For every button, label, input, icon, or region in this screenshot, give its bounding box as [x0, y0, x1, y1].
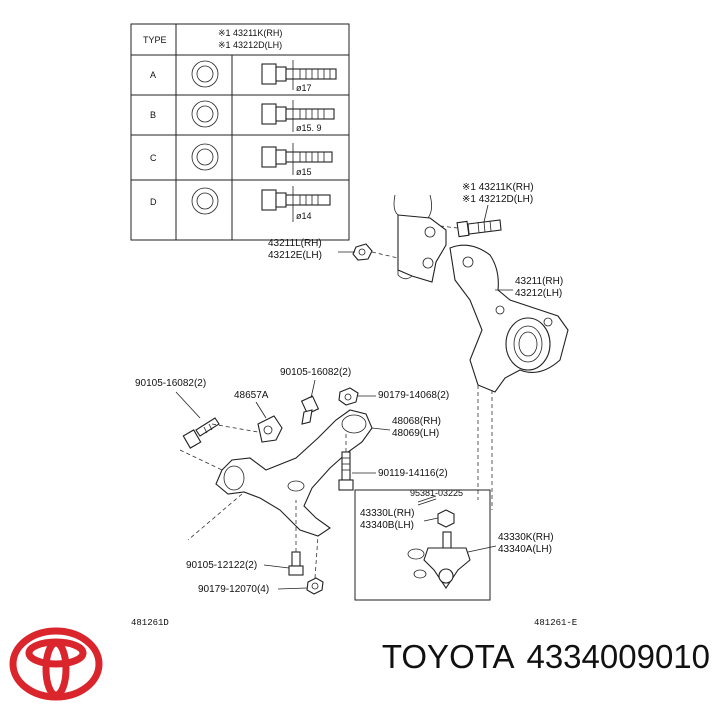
table-row-dim: ø15: [296, 167, 312, 177]
label-bolt-mid: 90105-16082(2): [280, 367, 351, 378]
label-nut-rh: 43211L(RH): [268, 238, 322, 249]
table-row-dim: ø14: [296, 211, 312, 221]
bolt-icon: [261, 143, 333, 175]
washer-icon: [191, 60, 219, 88]
label-bolt-arm: 90119-14116(2): [378, 468, 448, 479]
table-row-type: A: [150, 70, 156, 80]
bracket-icon: [257, 415, 283, 443]
reference-code-right: 481261-E: [534, 618, 577, 628]
table-row-type: C: [150, 153, 157, 163]
label-castle-lh: 43340B(LH): [360, 520, 414, 531]
ball-joint-detail-box: [354, 489, 491, 601]
washer-icon: [191, 100, 219, 128]
label-balljoint-lh: 43340A(LH): [498, 544, 552, 555]
label-bolt-lh: ※1 43212D(LH): [462, 194, 533, 205]
toyota-logo-icon: [9, 627, 103, 701]
knuckle-bolt-icon: [456, 219, 502, 238]
reference-code-left: 481261D: [131, 618, 169, 628]
table-row-dim: ø17: [296, 83, 312, 93]
bolt-icon: [261, 186, 331, 222]
cotter-pin-icon: [417, 495, 437, 506]
washer-icon: [191, 143, 219, 171]
part-number: 4334009010: [526, 638, 710, 675]
washer-icon: [191, 187, 219, 215]
bolt-type-table: TYPE ※1 43211K(RH) ※1 43212D(LH) A ø17 B: [130, 23, 350, 241]
table-note-rh: ※1 43211K(RH): [218, 28, 282, 38]
table-note-lh: ※1 43212D(LH): [218, 40, 282, 50]
label-castle-rh: 43330L(RH): [360, 508, 414, 519]
bolt-icon: [261, 60, 337, 90]
label-bolt-bottom: 90105-12122(2): [186, 560, 257, 571]
strut-bracket-icon: [393, 194, 447, 283]
nut-bottom-icon: [306, 577, 324, 595]
brand-name: TOYOTA: [381, 638, 515, 675]
nut-top-icon: [338, 387, 359, 406]
label-knuckle-lh: 43212(LH): [515, 288, 562, 299]
lower-control-arm-icon: [215, 409, 373, 537]
label-nut-top: 90179-14068(2): [378, 390, 449, 401]
label-bolt-rh: ※1 43211K(RH): [462, 182, 534, 193]
bolt-bottom-icon: [288, 551, 304, 576]
label-bolt-left: 90105-16082(2): [135, 378, 206, 389]
bolt-mid-icon: [300, 395, 320, 425]
table-type-header: TYPE: [143, 35, 167, 45]
footer-text: TOYOTA 4334009010: [330, 638, 710, 676]
table-row-type: B: [150, 110, 156, 120]
bolt-left-icon: [182, 417, 220, 449]
label-bracket: 48657A: [234, 390, 269, 401]
label-arm-rh: 48068(RH): [392, 416, 441, 427]
label-cotter-pin: 95381-03225: [410, 488, 463, 498]
bolt-icon: [261, 100, 335, 132]
steering-knuckle-icon: [449, 244, 569, 393]
label-nut-lh: 43212E(LH): [268, 250, 322, 261]
label-arm-lh: 48069(LH): [392, 428, 439, 439]
label-nut-bottom: 90179-12070(4): [198, 584, 269, 595]
knuckle-nut-icon: [352, 243, 373, 261]
label-knuckle-rh: 43211(RH): [515, 276, 563, 287]
castle-nut-icon: [437, 509, 455, 528]
label-balljoint-rh: 43330K(RH): [498, 532, 554, 543]
table-row-dim: ø15. 9: [296, 123, 322, 133]
table-row-type: D: [150, 197, 157, 207]
ball-joint-icon: [407, 531, 471, 589]
